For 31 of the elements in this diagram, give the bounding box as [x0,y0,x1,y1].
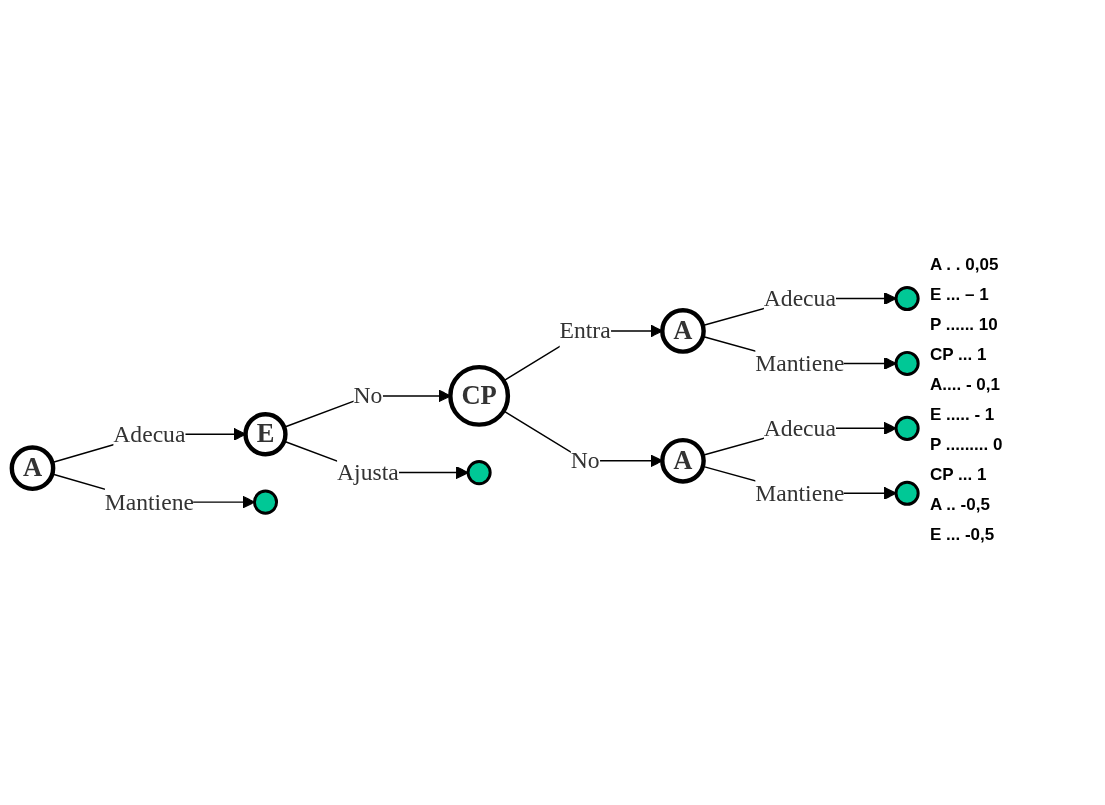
payoff-label: CP ... 1 [930,465,988,485]
edge-label: Adecua [763,284,836,310]
edge-label: Adecua [113,420,186,446]
payoff-label: P ......... 0 [930,435,1004,455]
payoff-label: E ... – 1 [930,285,990,305]
payoff-label: P ...... 10 [930,315,999,335]
edge-label: Adecua [763,414,836,440]
node-circle [466,459,492,485]
node-circle: A [9,445,56,491]
payoff-label: A.... - 0,1 [930,375,1001,395]
payoff-label: E ... -0,5 [930,525,996,545]
node-circle [894,415,920,441]
node-circle [894,480,920,506]
node-circle: E [243,411,288,457]
node-circle [252,489,279,515]
edge-label: Mantiene [755,349,845,375]
payoff-label: A . . 0,05 [930,255,1000,275]
edge-label: Mantiene [755,479,845,505]
edge-label: Mantiene [104,488,194,514]
edge-label: No [353,382,383,408]
node-circle [894,350,920,376]
node-circle: A [660,437,706,484]
payoff-label: A .. -0,5 [930,495,991,515]
edge-label: Ajusta [337,459,399,485]
payoff-label: CP ... 1 [930,345,988,365]
payoff-label: E ..... - 1 [930,405,996,425]
edge-label: Entra [559,317,611,343]
node-circle: A [660,307,706,354]
edge-label: No [570,447,600,473]
node-circle [894,285,920,311]
node-circle: CP [448,364,511,427]
